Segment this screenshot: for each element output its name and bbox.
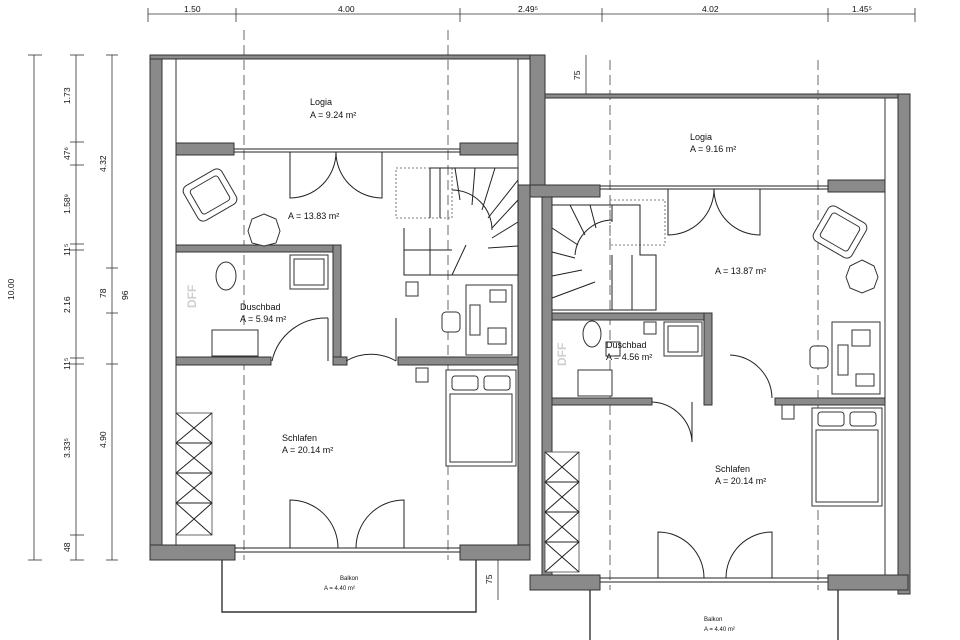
- dff-label-right: DFF: [555, 343, 569, 366]
- dff-label-left: DFF: [185, 285, 199, 308]
- dim-left-inner-4: 4.90: [98, 431, 108, 448]
- room-balcony-left-name: Balkon: [340, 576, 358, 582]
- dim-top-2: 4.00: [338, 4, 355, 14]
- dim-left-outer: 10.00: [6, 278, 16, 300]
- room-bath-right-name: Duschbad: [606, 340, 647, 350]
- dim-75-bottom: 75: [484, 574, 494, 584]
- room-balcony-left-area: A = 4.40 m²: [324, 586, 355, 592]
- room-logia-right-name: Logia: [690, 132, 712, 142]
- room-logia-right-area: A = 9.16 m²: [690, 144, 736, 154]
- room-bed-left-name: Schlafen: [282, 433, 317, 443]
- doors: [271, 151, 773, 579]
- room-living-right-area: A = 13.87 m²: [715, 266, 766, 276]
- dim-left-mid-6: 11⁵: [62, 358, 72, 370]
- dim-left-mid-4: 11⁵: [62, 244, 72, 256]
- stairs-left: [395, 167, 519, 276]
- stairs-right: [551, 199, 666, 311]
- dim-top-5: 1.45⁵: [852, 4, 872, 14]
- dim-left-mid-1: 1.73: [62, 87, 72, 104]
- dim-left-inner-3: 96: [120, 290, 130, 300]
- dim-top-4: 4.02: [702, 4, 719, 14]
- room-bath-left-area: A = 5.94 m²: [240, 314, 286, 324]
- balconies: 75 75: [221, 55, 839, 640]
- room-bed-right-name: Schlafen: [715, 464, 750, 474]
- left-unit-walls: [149, 54, 546, 561]
- room-balcony-right-area: A = 4.40 m²: [704, 627, 735, 633]
- room-bath-right-area: A = 4.56 m²: [606, 352, 652, 362]
- dim-75-top: 75: [572, 70, 582, 80]
- dim-left-mid-5: 2.16: [62, 296, 72, 313]
- furniture-right: DFF: [544, 205, 883, 573]
- room-living-left-area: A = 13.83 m²: [288, 211, 339, 221]
- room-balcony-right-name: Balkon: [704, 617, 722, 623]
- room-logia-left-name: Logia: [310, 97, 332, 107]
- dim-left-mid-3: 1.58⁹: [62, 193, 72, 214]
- top-dimension-chain: 1.50 4.00 2.49⁵ 4.02 1.45⁵: [147, 4, 916, 22]
- room-labels: Logia A = 9.24 m² Logia A = 9.16 m² A = …: [240, 97, 766, 633]
- room-bed-left-area: A = 20.14 m²: [282, 445, 333, 455]
- left-dimension-chains: 10.00 1.73 47⁶ 1.58⁹ 11⁵ 2.16 11⁵ 3.33⁵ …: [6, 54, 130, 561]
- dim-left-mid-8: 48: [62, 542, 72, 552]
- dim-top-1: 1.50: [184, 4, 201, 14]
- dim-left-mid-2: 47⁶: [62, 147, 72, 160]
- furniture-left: DFF: [175, 168, 517, 536]
- room-bed-right-area: A = 20.14 m²: [715, 476, 766, 486]
- dim-left-mid-7: 3.33⁵: [62, 438, 72, 458]
- room-bath-left-name: Duschbad: [240, 302, 281, 312]
- dim-left-inner-2: 78: [98, 288, 108, 298]
- dim-top-3: 2.49⁵: [518, 4, 538, 14]
- right-unit-walls: [529, 93, 911, 595]
- dim-left-inner-1: 4.32: [98, 155, 108, 172]
- room-logia-left-area: A = 9.24 m²: [310, 110, 356, 120]
